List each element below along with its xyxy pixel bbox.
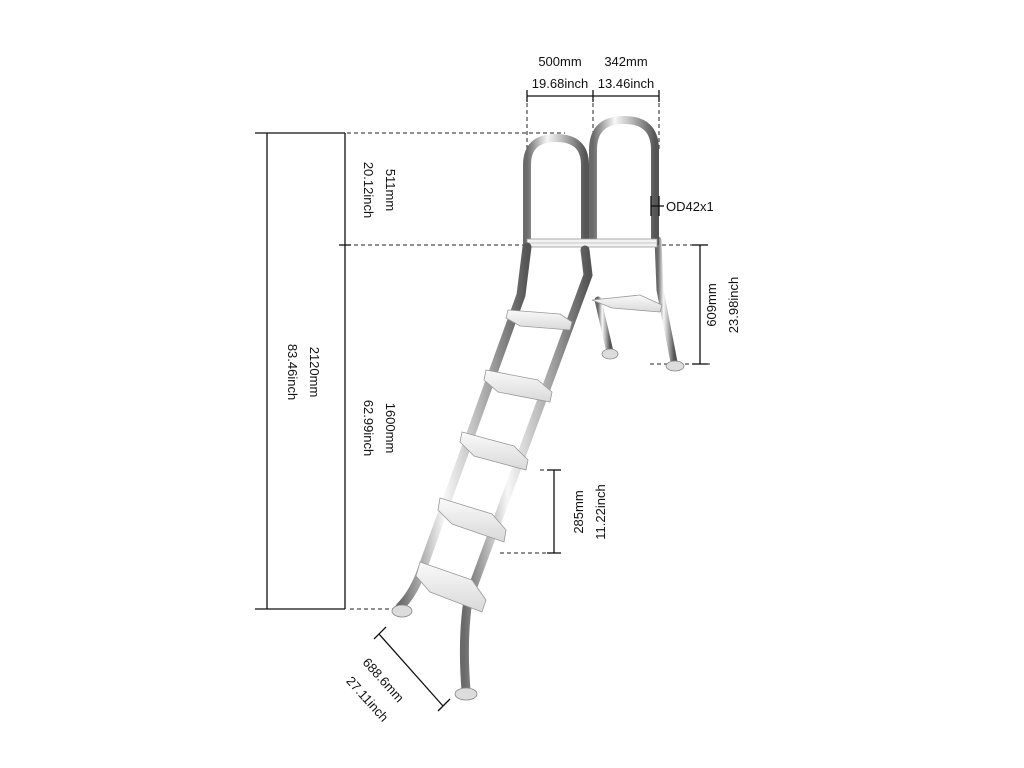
dim-total-height: 2120mm 83.46inch [255, 132, 345, 610]
front-height-mm: 1600mm [383, 403, 398, 454]
total-height-inch: 83.46inch [285, 344, 300, 400]
top-width-right-mm: 342mm [604, 54, 647, 69]
back-legs [591, 236, 685, 372]
handrail-height-mm: 511mm [383, 169, 398, 211]
step [505, 309, 573, 331]
step [483, 369, 553, 403]
dim-tube-spec: OD42x1 [650, 196, 714, 216]
total-height-mm: 2120mm [307, 347, 322, 398]
dim-top-width: 500mm 19.68inch 342mm 13.46inch [526, 54, 660, 102]
top-width-left-inch: 19.68inch [532, 76, 588, 91]
handrails [523, 115, 659, 250]
back-leg-height-inch: 23.98inch [726, 277, 741, 333]
top-width-left-mm: 500mm [538, 54, 581, 69]
top-width-right-inch: 13.46inch [598, 76, 654, 91]
dim-base-length: 688.6mm 27.11inch [343, 626, 451, 725]
step [459, 431, 529, 471]
dim-handrail-height: 511mm 20.12inch [344, 133, 398, 245]
front-height-inch: 62.99inch [361, 400, 376, 456]
dim-step-spacing: 285mm 11.22inch [547, 469, 608, 554]
step-spacing-inch: 11.22inch [593, 484, 608, 539]
handrail-height-inch: 20.12inch [361, 162, 376, 218]
step [437, 497, 507, 543]
step [415, 561, 487, 613]
dim-back-leg-height: 609mm 23.98inch [692, 244, 741, 365]
back-leg-height-mm: 609mm [704, 283, 719, 326]
tube-spec-label: OD42x1 [666, 199, 714, 214]
step-spacing-mm: 285mm [571, 490, 586, 533]
steps [415, 309, 573, 613]
dim-front-height: 1600mm 62.99inch [339, 244, 398, 609]
